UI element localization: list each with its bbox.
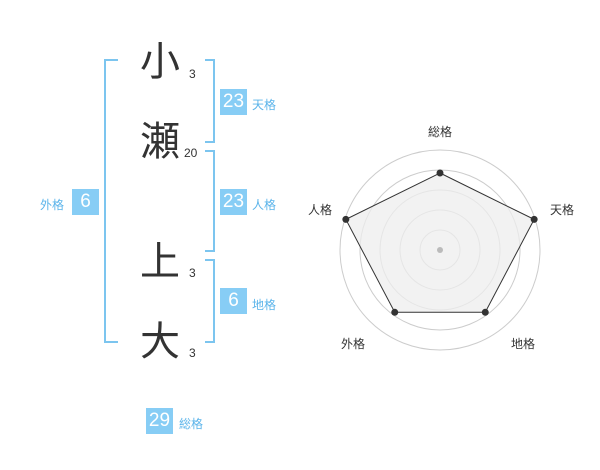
radar-label-jinkaku: 人格	[308, 203, 333, 217]
radar-point-5	[342, 215, 350, 223]
radar-point-4	[391, 308, 399, 316]
soukaku-value: 29	[146, 408, 173, 434]
name-char-2: 瀬	[140, 119, 180, 165]
jinkaku-label: 人格	[252, 198, 277, 212]
radar-label-gaikaku: 外格	[341, 337, 366, 351]
stroke-count-1: 3	[189, 67, 196, 81]
gaikaku-bracket	[104, 59, 118, 343]
gaikaku-value: 6	[72, 189, 99, 215]
radar-grid-ring	[339, 149, 541, 351]
jinkaku-bracket	[205, 150, 215, 252]
tenkaku-label: 天格	[252, 98, 277, 112]
radar-point-1	[436, 169, 444, 177]
name-char-4: 大	[140, 319, 180, 365]
radar-polygon	[345, 172, 535, 313]
soukaku-label: 総格	[179, 417, 204, 431]
stroke-count-4: 3	[189, 346, 196, 360]
tenkaku-value: 23	[220, 89, 247, 115]
radar-point-2	[530, 215, 538, 223]
radar-center-dot	[437, 247, 443, 253]
radar-label-chikaku: 地格	[511, 337, 536, 351]
tenkaku-bracket	[205, 59, 215, 143]
stroke-count-3: 3	[189, 266, 196, 280]
radar-label-soukaku: 総格	[428, 125, 453, 139]
stroke-count-2: 20	[184, 146, 198, 160]
chikaku-label: 地格	[252, 298, 277, 312]
radar-label-tenkaku: 天格	[550, 203, 575, 217]
jinkaku-value: 23	[220, 189, 247, 215]
name-char-1: 小	[140, 39, 180, 85]
gaikaku-label: 外格	[40, 198, 65, 212]
chikaku-bracket	[205, 259, 215, 343]
radar-point-3	[481, 308, 489, 316]
name-char-3: 上	[140, 239, 180, 285]
chikaku-value: 6	[220, 288, 247, 314]
